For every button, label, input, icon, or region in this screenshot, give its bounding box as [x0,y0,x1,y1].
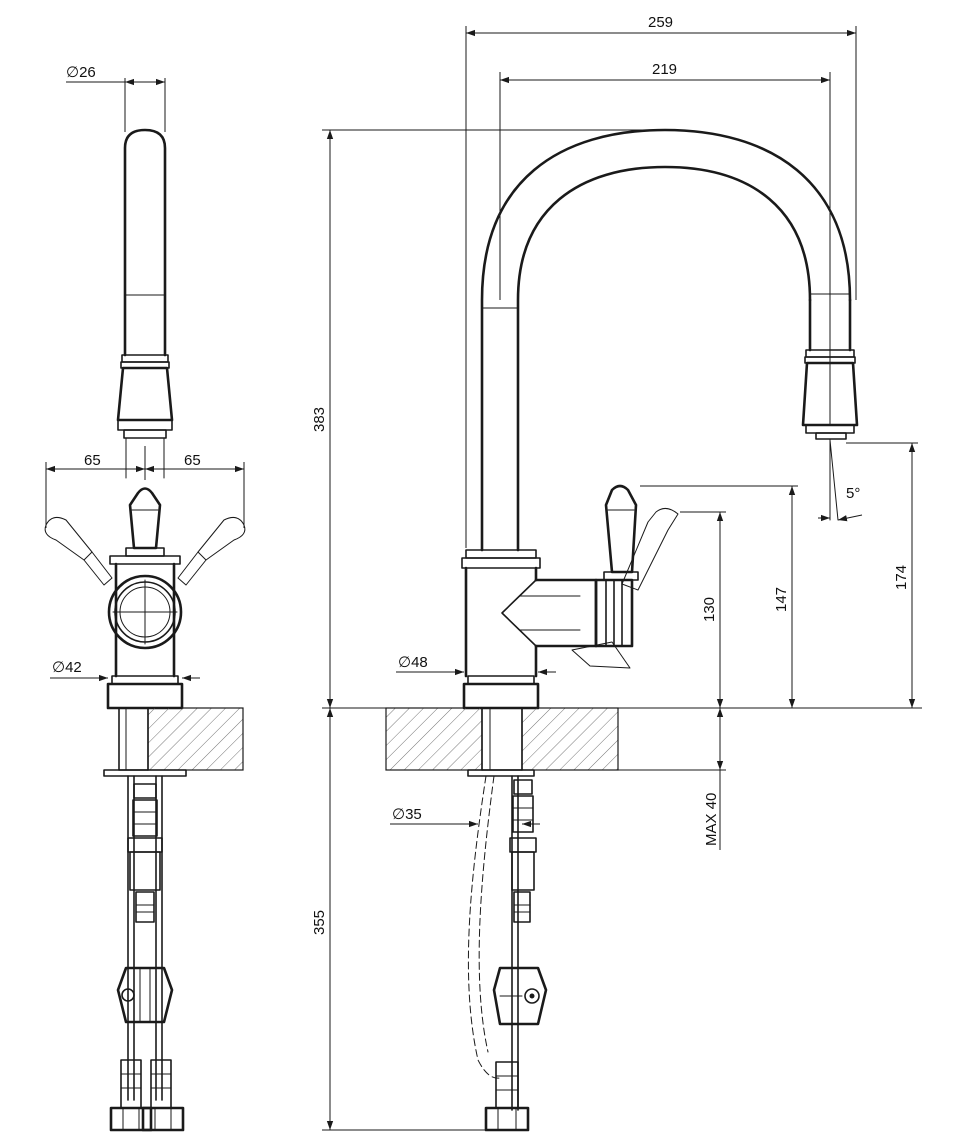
dim-handle-height: 147 [773,587,790,612]
dim-spout-outlet-height: 174 [893,565,910,590]
dim-overall-width: 259 [648,14,673,31]
dim-below-deck-length: 355 [311,910,328,935]
dim-handle-reach-right: 65 [184,452,201,469]
dim-body-outlet-height: 130 [701,597,718,622]
front-view [44,128,246,1132]
dim-total-height: 383 [311,407,328,432]
side-view-dimensions: 259 219 383 355 ∅48 ∅35 130 [311,14,922,1131]
dim-spray-angle: 5° [846,485,860,502]
dim-shank-diameter: ∅35 [392,806,422,823]
dim-max-deck-thickness: MAX 40 [703,793,720,846]
side-view: 5° [385,128,863,1132]
dim-handle-reach-left: 65 [84,452,101,469]
front-view-dimensions: ∅26 65 65 ∅42 [45,64,245,682]
dim-base-diameter-front: ∅42 [52,659,82,676]
dim-spout-diameter: ∅26 [66,64,96,81]
dim-spout-reach: 219 [652,61,677,78]
dim-base-diameter-side: ∅48 [398,654,428,671]
